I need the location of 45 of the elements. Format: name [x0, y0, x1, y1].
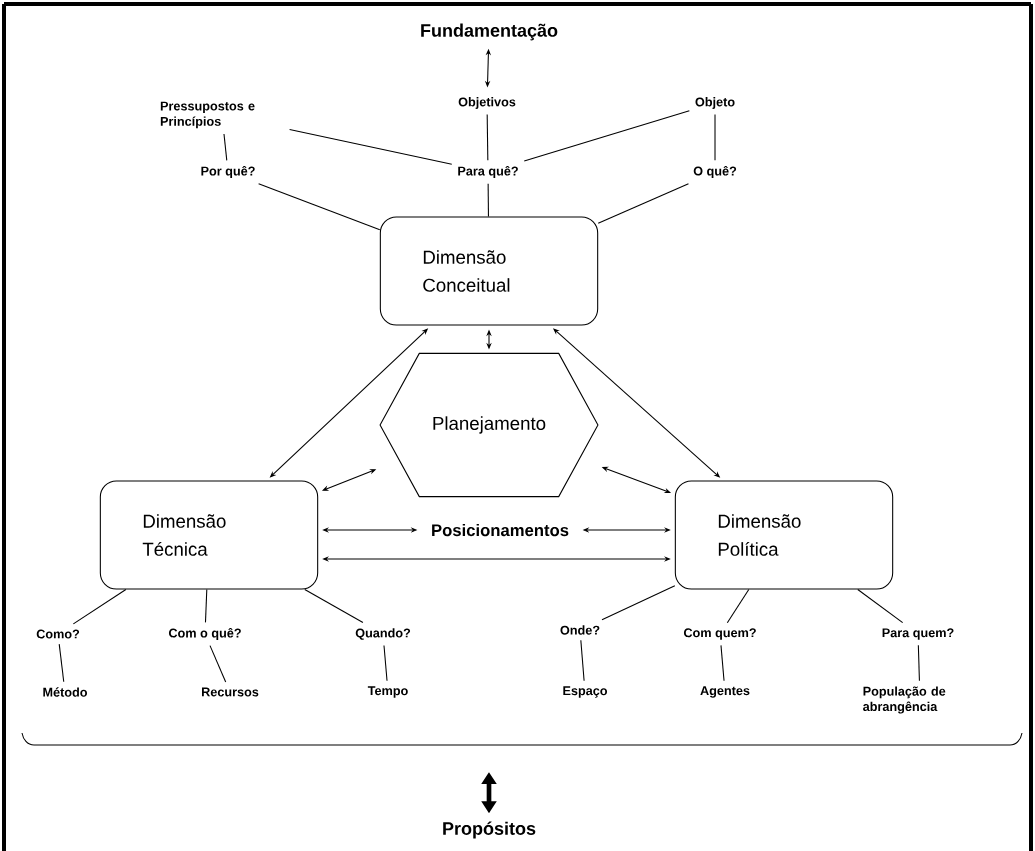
connector-line [714, 113, 716, 161]
connector-line [289, 128, 453, 165]
label-text: Espaço [563, 686, 608, 698]
connector-line [487, 183, 489, 217]
label-text: Para quem? [882, 628, 954, 640]
connector-line [204, 589, 208, 623]
label-text: Agentes [700, 686, 750, 698]
heading-text: Posicionamentos [432, 523, 569, 537]
connector-line [304, 589, 364, 624]
rounded-box: Dimensão Técnica [99, 480, 319, 590]
rounded-box: Dimensão Política [674, 480, 894, 590]
connector-line [597, 183, 689, 224]
label-text: População de abrangência [863, 686, 946, 714]
connector-line [58, 643, 65, 683]
label-text: Recursos [202, 687, 259, 697]
hexagon: Planejamento [379, 352, 599, 498]
label-text: O quê? [693, 165, 737, 179]
connector-line [486, 113, 489, 161]
label-text: Com quem? [683, 628, 756, 640]
connector-line [72, 589, 127, 625]
connector-line [383, 644, 388, 682]
heading-text: Fundamentação [421, 23, 558, 41]
connector-line [726, 589, 750, 624]
connector-line [523, 110, 690, 162]
heading-text: Propósitos [443, 821, 536, 839]
label-text: Tempo [367, 686, 408, 698]
label-text: Pressupostos e Princípios [160, 101, 255, 129]
label-text: Quando? [355, 628, 411, 640]
rounded-box: Dimensão Conceitual [379, 216, 599, 326]
connector-line [580, 639, 585, 682]
connector-line [720, 644, 725, 682]
label-text: Para quê? [458, 165, 518, 179]
label-text: Com o quê? [168, 627, 241, 641]
label-text: Método [43, 687, 87, 697]
connector-line [258, 183, 381, 231]
label-text: Objetivos [458, 97, 516, 109]
connector-line [917, 644, 920, 682]
label-text: Objeto [695, 97, 735, 109]
connector-line [223, 133, 228, 161]
connector-line [209, 645, 227, 683]
label-text: Como? [36, 629, 80, 639]
label-text: Por quê? [201, 165, 255, 179]
connector-line [601, 585, 676, 621]
connector-line [857, 589, 904, 624]
label-text: Onde? [560, 625, 600, 635]
